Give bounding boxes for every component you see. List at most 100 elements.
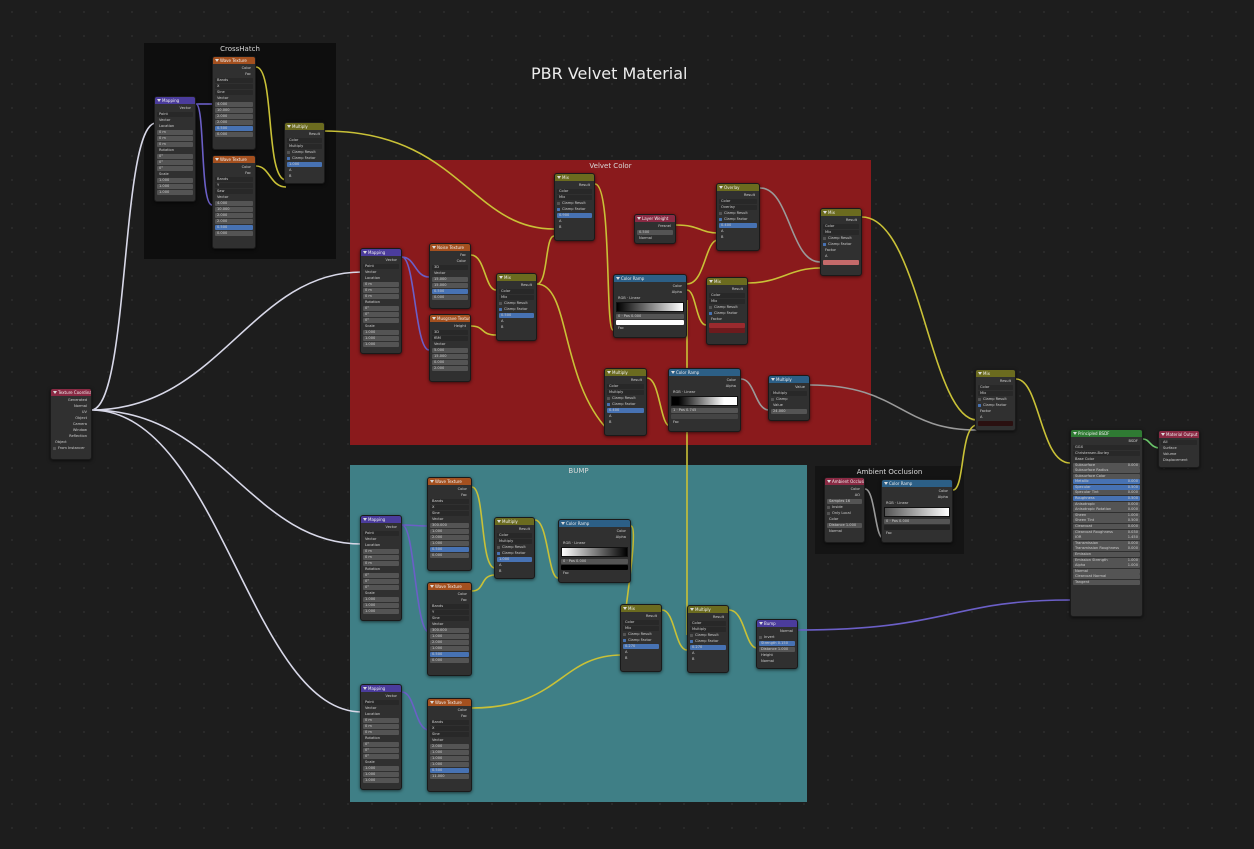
factor-label[interactable]: Factor: [825, 248, 837, 252]
ramp-pos-field[interactable]: 0 · Pos 0.000: [561, 558, 628, 564]
socket-normal-in[interactable]: Normal: [761, 659, 775, 663]
socket-normal[interactable]: Normal: [829, 529, 843, 533]
rotation-y-field[interactable]: 0°: [363, 311, 399, 317]
scale-field[interactable]: 5.000: [432, 347, 468, 353]
distortion-field[interactable]: 1.000: [430, 633, 469, 639]
socket-alpha[interactable]: Alpha: [937, 495, 948, 499]
socket-b[interactable]: B: [501, 325, 504, 329]
mix-type-select[interactable]: Color: [287, 137, 322, 143]
blend-mode-select[interactable]: Mix: [978, 390, 1013, 396]
stop-color-swatch[interactable]: [671, 413, 738, 419]
detail-field[interactable]: 1.000: [430, 755, 469, 761]
node-mix-velvet-4[interactable]: Mix Result Color Mix Clamp Result Clamp …: [820, 208, 862, 276]
blend-mode-select[interactable]: Multiply: [287, 143, 322, 149]
location-y-field[interactable]: 0 m: [363, 287, 399, 293]
detail-scale-field[interactable]: 2.000: [215, 119, 253, 125]
socket-camera[interactable]: Camera: [72, 422, 87, 426]
color-a-swatch[interactable]: [709, 322, 745, 328]
subsurface-method-select[interactable]: Christensen-Burley: [1073, 450, 1140, 456]
socket-fac[interactable]: Fac: [460, 253, 466, 257]
socket-vector-in[interactable]: Vector: [365, 537, 377, 541]
rotation-y-field[interactable]: 0°: [363, 747, 399, 753]
blend-mode-select[interactable]: Multiply: [690, 626, 726, 632]
rotation-y-field[interactable]: 0°: [157, 159, 193, 165]
detail-roughness-field[interactable]: 0.500: [430, 767, 469, 773]
factor-field[interactable]: 0.270: [623, 643, 659, 649]
node-multiply-velvet[interactable]: Multiply Result Color Multiply Clamp Res…: [604, 368, 647, 436]
phase-offset-field[interactable]: 11.000: [430, 773, 469, 779]
wave-profile-select[interactable]: Sine: [430, 731, 469, 737]
scale-field[interactable]: 4.000: [215, 101, 253, 107]
bsdf-field-clearcoat-normal[interactable]: Clearcoat Normal: [1073, 574, 1140, 580]
detail-field[interactable]: 2.000: [430, 639, 469, 645]
mapping-type-select[interactable]: Point: [363, 530, 399, 536]
clamp-result-checkbox[interactable]: Clamp Result: [709, 304, 745, 310]
location-z-field[interactable]: 0 m: [157, 141, 193, 147]
node-bump-multiply-2[interactable]: Multiply Result Color Multiply Clamp Res…: [687, 605, 729, 673]
mix-type-select[interactable]: Color: [719, 198, 757, 204]
scale-field[interactable]: 15.000: [432, 276, 468, 282]
socket-reflection[interactable]: Reflection: [69, 434, 87, 438]
socket-a[interactable]: A: [559, 219, 562, 223]
clamp-result-checkbox[interactable]: Clamp Result: [623, 631, 659, 637]
ramp-pos-field[interactable]: 1 · Pos 0.745: [671, 407, 738, 413]
detail-field[interactable]: 2.000: [215, 113, 253, 119]
socket-fresnel[interactable]: Fresnel: [658, 224, 671, 228]
location-x-field[interactable]: 0 m: [157, 129, 193, 135]
ramp-mode[interactable]: RGB · Linear: [618, 296, 641, 300]
socket-uv[interactable]: UV: [81, 410, 87, 414]
wave-type-select[interactable]: Bands: [215, 176, 253, 182]
detail-scale-field[interactable]: 1.000: [430, 761, 469, 767]
socket-displacement[interactable]: Displacement: [1163, 458, 1188, 462]
socket-vector-out[interactable]: Vector: [385, 258, 397, 262]
socket-vector-in[interactable]: Vector: [365, 270, 377, 274]
wave-axis-select[interactable]: Y: [215, 182, 253, 188]
node-wave-texture-2[interactable]: Wave Texture Color Fac Bands Y Saw Vecto…: [212, 155, 256, 249]
node-color-ramp-1[interactable]: Color Ramp Color Alpha RGB · Linear 0 · …: [613, 274, 687, 338]
socket-color[interactable]: Color: [241, 165, 251, 169]
node-math-multiply[interactable]: Multiply Value Multiply Clamp Value 24.0…: [768, 375, 810, 421]
socket-result[interactable]: Result: [308, 132, 320, 136]
blend-field[interactable]: 0.500: [637, 229, 673, 235]
scale-x-field[interactable]: 1.000: [363, 329, 399, 335]
socket-result[interactable]: Result: [518, 527, 530, 531]
color-label[interactable]: Color: [829, 517, 839, 521]
socket-b[interactable]: B: [625, 656, 628, 660]
rotation-y-field[interactable]: 0°: [363, 578, 399, 584]
socket-fac[interactable]: Fac: [673, 420, 679, 424]
scale-y-field[interactable]: 1.000: [363, 771, 399, 777]
rotation-z-field[interactable]: 0°: [363, 584, 399, 590]
socket-height[interactable]: Height: [454, 324, 466, 328]
socket-vector-in[interactable]: Vector: [217, 96, 229, 100]
factor-field[interactable]: 0.400: [719, 222, 757, 228]
detail-scale-field[interactable]: 1.000: [430, 540, 469, 546]
node-ambient-occlusion[interactable]: Ambient Occlusion Color AO Samples 16 In…: [824, 477, 865, 543]
socket-alpha[interactable]: Alpha: [725, 384, 736, 388]
clamp-factor-checkbox[interactable]: Clamp Factor: [823, 241, 859, 247]
node-musgrave-texture[interactable]: Musgrave Texture Height 3D fBM Vector 5.…: [429, 314, 471, 382]
blend-mode-select[interactable]: Mix: [623, 625, 659, 631]
roughness-field[interactable]: 0.500: [432, 288, 468, 294]
wave-profile-select[interactable]: Sine: [215, 89, 253, 95]
node-bump-wave-1[interactable]: Wave Texture Color Fac Bands X Sine Vect…: [427, 477, 472, 571]
wave-profile-select[interactable]: Saw: [215, 188, 253, 194]
socket-a[interactable]: A: [980, 415, 983, 419]
node-mix-output[interactable]: Mix Result Color Mix Clamp Result Clamp …: [975, 369, 1016, 431]
stop-color-swatch[interactable]: [561, 564, 628, 570]
socket-alpha[interactable]: Alpha: [615, 535, 626, 539]
socket-window[interactable]: Window: [72, 428, 87, 432]
socket-b[interactable]: B: [559, 225, 562, 229]
socket-result[interactable]: Result: [743, 193, 755, 197]
value-field[interactable]: 24.000: [771, 408, 807, 414]
detail-roughness-field[interactable]: 0.500: [430, 651, 469, 657]
rotation-z-field[interactable]: 0°: [363, 317, 399, 323]
socket-b[interactable]: B: [692, 657, 695, 661]
math-op-select[interactable]: Multiply: [771, 390, 807, 396]
socket-color[interactable]: Color: [456, 259, 466, 263]
phase-offset-field[interactable]: 0.000: [215, 131, 253, 137]
